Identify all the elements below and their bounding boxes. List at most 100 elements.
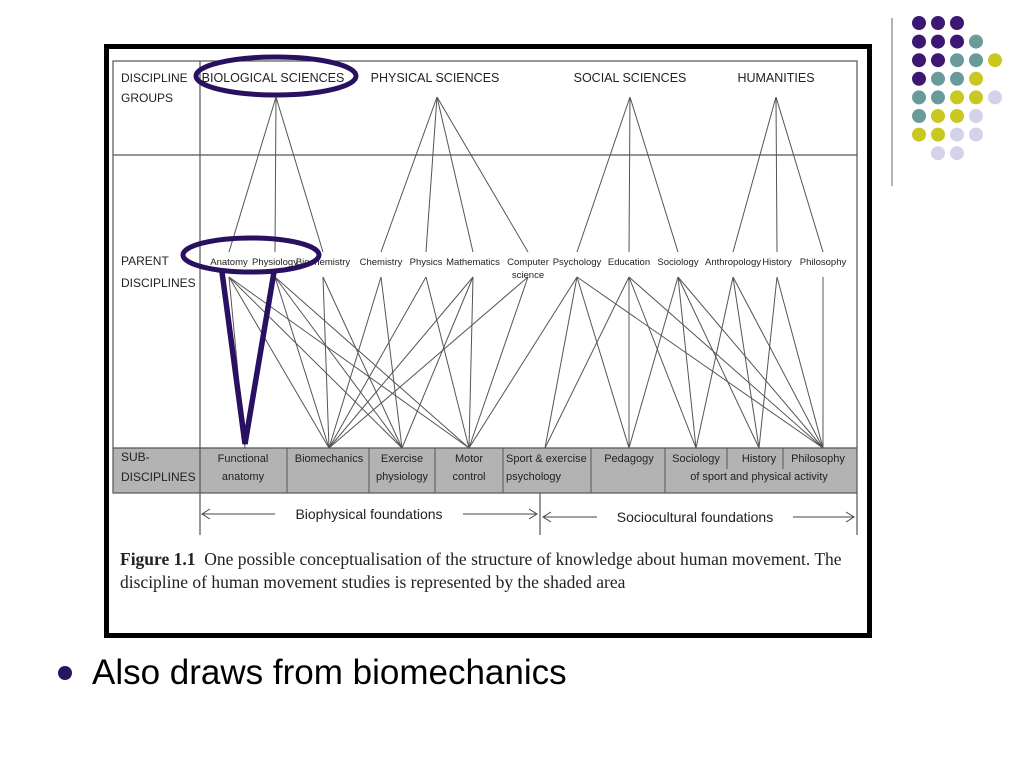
connection-line [328, 276, 474, 449]
decorative-dot [912, 34, 926, 49]
group-biological-sciences: BIOLOGICAL SCIENCES [202, 71, 345, 85]
connection-line [775, 96, 778, 253]
connection-line [436, 96, 474, 253]
annotation-funnel-to-functional-anatomy [219, 271, 277, 445]
decorative-dot [969, 71, 983, 86]
decorative-dot [950, 90, 964, 105]
connection-line [576, 276, 630, 449]
parent-biochemistry: Biochemistry [296, 257, 351, 268]
parent-history: History [762, 257, 792, 268]
figure-caption: Figure 1.1 One possible conceptualisatio… [120, 548, 860, 594]
decorative-dot [912, 90, 926, 105]
parent-physics: Physics [410, 257, 443, 268]
decorative-dot [969, 90, 983, 105]
sociocultural-arrow [542, 511, 855, 523]
connection-line [328, 276, 427, 449]
connection-line [544, 276, 578, 449]
connection-line [468, 276, 578, 449]
decorative-dot [988, 53, 1002, 68]
parent-anthropology: Anthropology [705, 257, 761, 268]
decorative-dot [969, 109, 983, 123]
decorative-dot [912, 53, 926, 68]
figure-image: DISCIPLINE GROUPS PARENT DISCIPLINES SUB… [104, 44, 872, 638]
connection-line [322, 276, 403, 449]
groups-row-label-1: DISCIPLINE [121, 71, 188, 85]
connection-line [544, 276, 630, 449]
connection-lines [228, 96, 824, 449]
decorative-dot [931, 109, 945, 123]
connection-line [468, 276, 474, 449]
decorative-dot [912, 16, 926, 30]
connection-line [628, 96, 631, 253]
group-physical-sciences: PHYSICAL SCIENCES [371, 71, 500, 85]
connection-line [732, 276, 824, 449]
decorative-dot [950, 71, 964, 86]
connection-line [425, 276, 470, 449]
connection-line [732, 276, 760, 449]
parent-sociology: Sociology [657, 257, 698, 268]
parent-philosophy: Philosophy [800, 257, 847, 268]
parent-education: Education [608, 257, 650, 268]
decorative-dot [931, 90, 945, 105]
diagram-border [112, 60, 858, 494]
decorative-dot [988, 90, 1002, 105]
connection-line [228, 276, 403, 449]
decorative-dot [931, 71, 945, 86]
decorative-dot [969, 127, 983, 142]
subs-footer-label: of sport and physical activity [690, 471, 828, 483]
parents-row-label-2: DISCIPLINES [121, 276, 196, 290]
connection-line [228, 276, 330, 449]
connection-line [274, 276, 330, 449]
subs-row-label-2: DISCIPLINES [121, 470, 196, 484]
connection-line [576, 96, 631, 253]
parent-anatomy: Anatomy [210, 257, 248, 268]
decorative-dot [969, 34, 983, 49]
parents-row-label-1: PARENT [121, 254, 169, 268]
sociocultural-foundations-label: Sociocultural foundations [617, 509, 773, 525]
sub-sociology: Sociology [672, 453, 720, 465]
connection-line [380, 96, 438, 253]
parent-physiology: Physiology [252, 257, 298, 268]
biophysical-foundations-label: Biophysical foundations [295, 506, 442, 522]
decorative-dot [931, 127, 945, 142]
sub-biomechanics: Biomechanics [295, 453, 364, 465]
connection-line [758, 276, 778, 449]
decorative-dot [931, 34, 945, 49]
bullet-text: Also draws from biomechanics [92, 653, 567, 692]
decorative-dot [950, 109, 964, 123]
decorative-dot [912, 71, 926, 86]
figure-caption-label: Figure 1.1 [120, 549, 196, 569]
parent-chemistry: Chemistry [360, 257, 403, 268]
connection-line [322, 276, 330, 449]
connection-line [628, 276, 679, 449]
connection-line [436, 96, 529, 253]
decorative-dot [931, 16, 945, 30]
connection-line [732, 96, 777, 253]
decorative-dot [912, 127, 926, 142]
groups-row-label-2: GROUPS [121, 91, 173, 105]
connection-line [228, 96, 277, 253]
annotation-ellipse-biological-sciences [193, 54, 359, 98]
decorative-dot [931, 146, 945, 161]
connection-line [328, 276, 529, 449]
group-humanities: HUMANITIES [737, 71, 814, 85]
decorative-dot [969, 53, 983, 68]
connection-line [274, 96, 277, 253]
connection-line [628, 276, 697, 449]
connection-line [629, 96, 679, 253]
connection-line [228, 276, 470, 449]
sub-philosophy: Philosophy [791, 453, 845, 465]
connection-line [695, 276, 734, 449]
decorative-dot [931, 53, 945, 68]
figure-caption-text: One possible conceptualisation of the st… [120, 549, 842, 592]
connection-line [775, 96, 824, 253]
connection-line [677, 276, 697, 449]
decorative-dot [950, 127, 964, 142]
group-social-sciences: SOCIAL SCIENCES [574, 71, 687, 85]
sub-disciplines-band [113, 448, 857, 493]
